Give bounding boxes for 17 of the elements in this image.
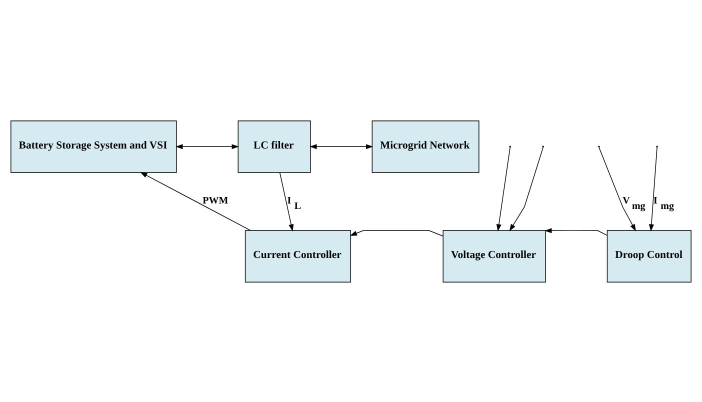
arrow (140, 171, 251, 230)
arrow (544, 228, 608, 236)
node-box: Current Controller (244, 230, 351, 282)
node-box: Microgrid Network (372, 120, 480, 172)
arrow (176, 144, 239, 149)
arrow (279, 172, 294, 232)
arrow (496, 146, 510, 231)
node-box: Voltage Controller (442, 230, 546, 282)
node-box: Droop Control (606, 230, 692, 282)
arrow (310, 144, 374, 149)
arrow (648, 146, 658, 231)
arrow (350, 230, 444, 236)
edge-label: PWM (202, 194, 228, 206)
node-box: LC filter (238, 120, 311, 172)
arrow (509, 146, 544, 231)
arrow (598, 146, 636, 231)
node-box: Battery Storage System and VSI (10, 120, 177, 172)
